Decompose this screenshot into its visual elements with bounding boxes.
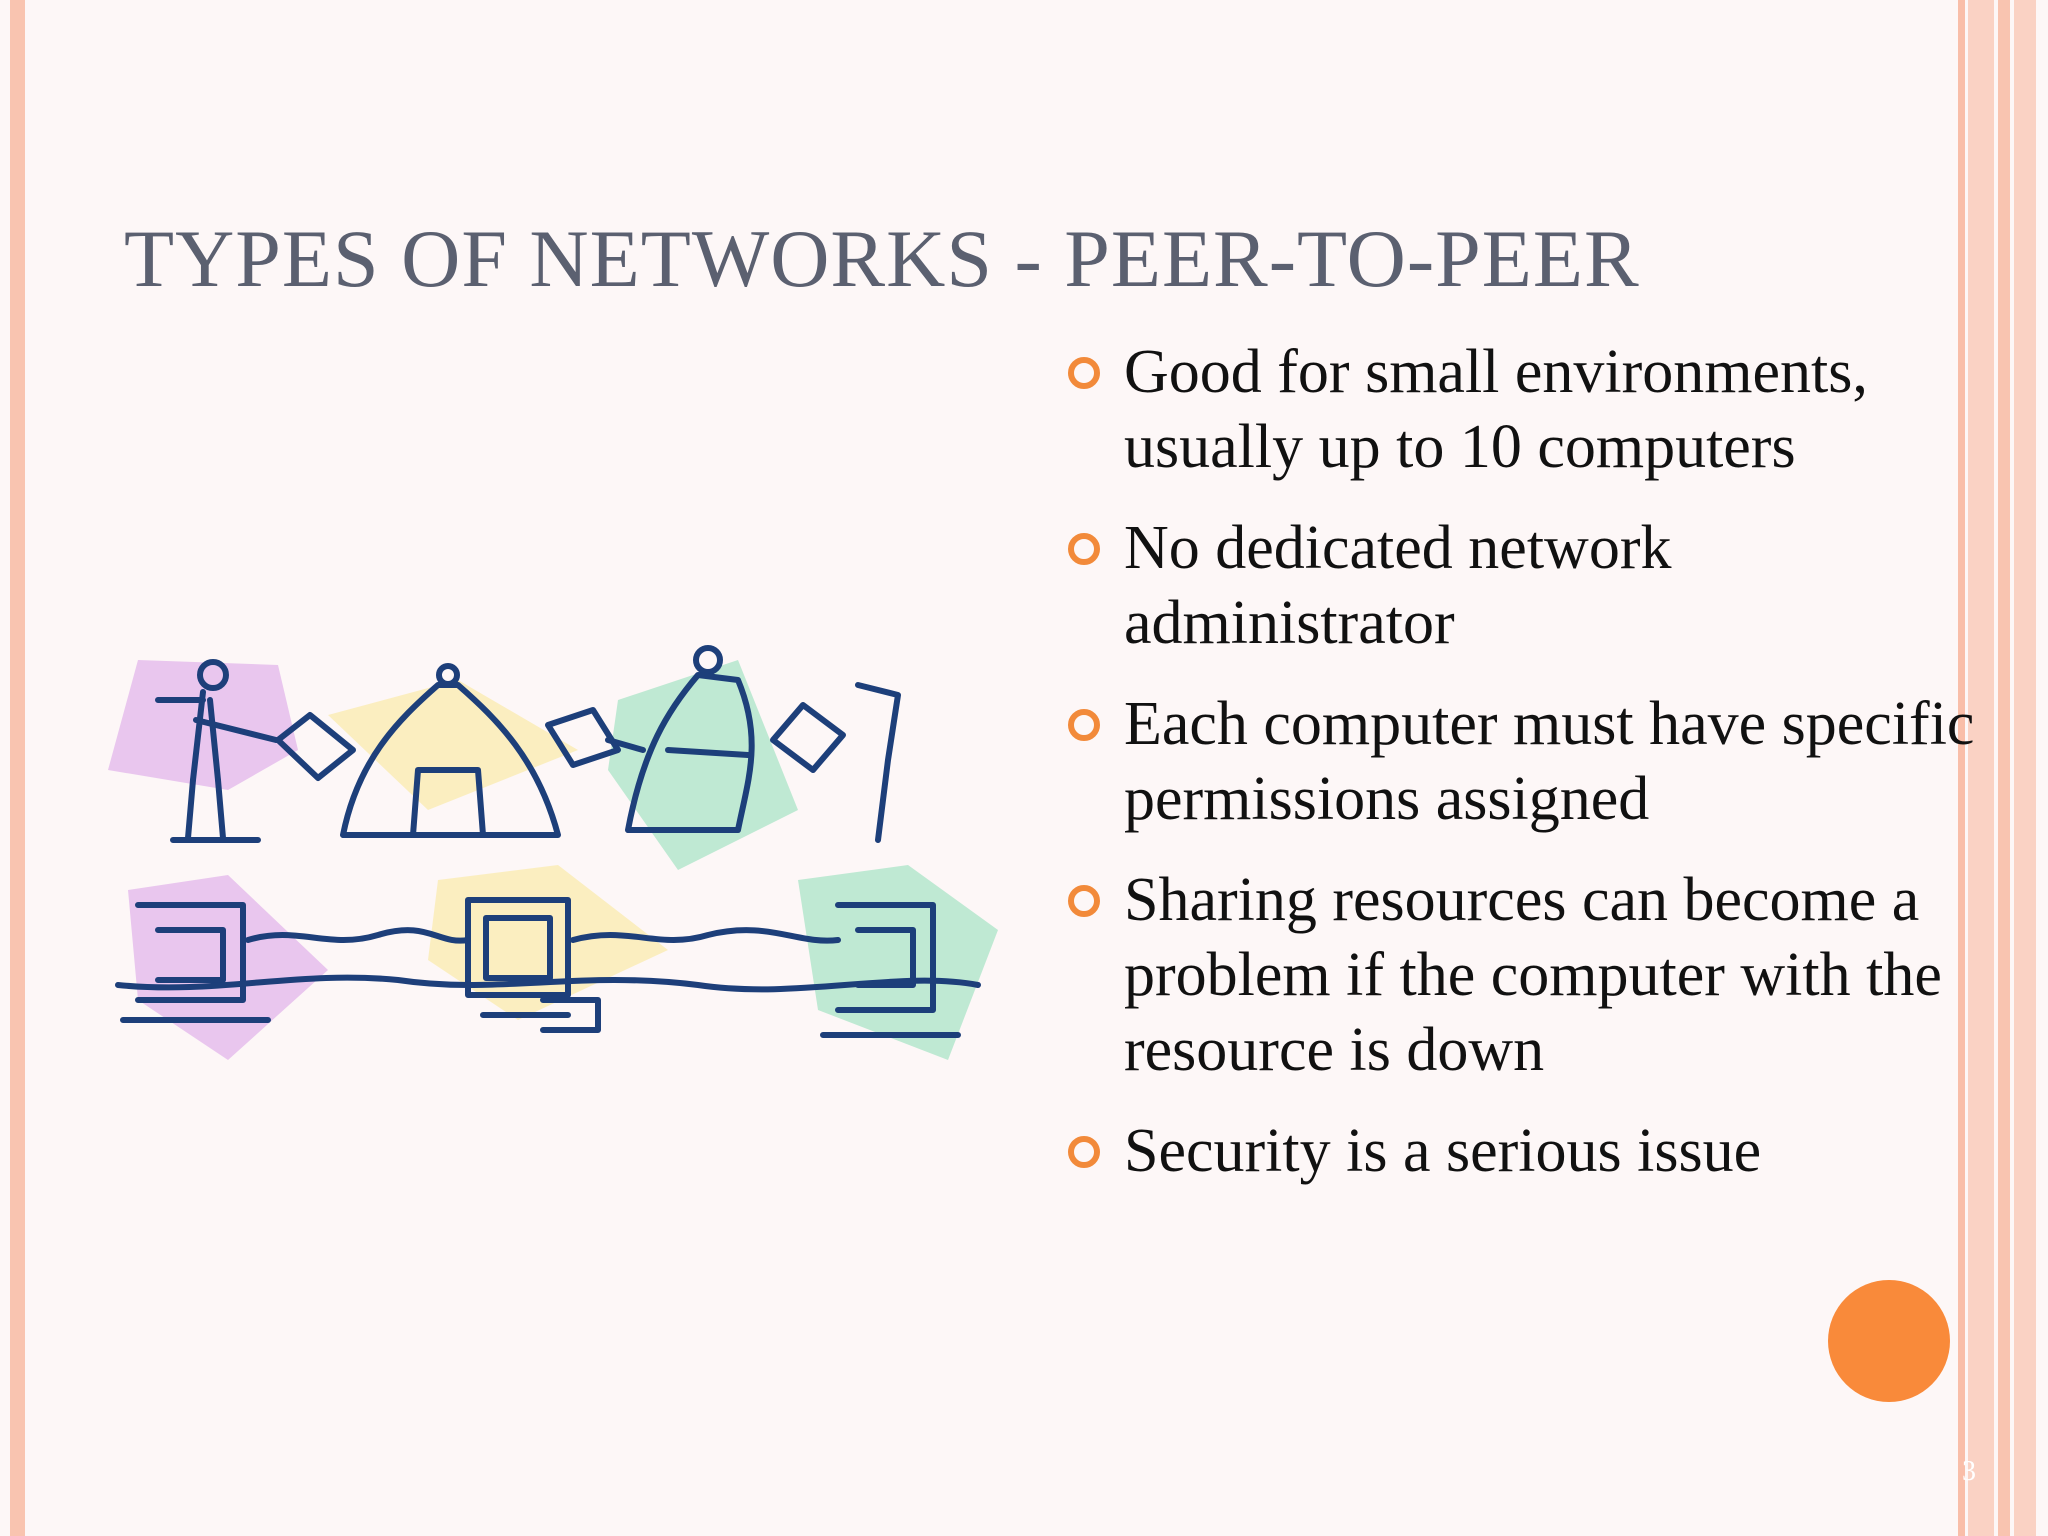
- person-head: [197, 659, 229, 691]
- ring-bullet-icon: [1068, 885, 1100, 917]
- purple-backdrop-shape: [108, 660, 298, 790]
- peer-to-peer-network-clipart: [108, 645, 998, 1060]
- computer-center: [465, 897, 601, 1033]
- ring-bullet-icon: [1068, 709, 1100, 741]
- accent-circle-decoration: [1828, 1280, 1950, 1402]
- bullet-text: Security is a serious issue: [1124, 1117, 1762, 1185]
- left-border-decoration: [10, 0, 25, 1536]
- right-border-decoration: [1998, 0, 2010, 1536]
- bullet-item: Sharing resources can become a problem i…: [1060, 863, 1980, 1088]
- document-icon: [770, 702, 846, 773]
- bullet-text: Each computer must have specific permiss…: [1124, 690, 1975, 833]
- person-edge-figure: [855, 682, 901, 843]
- purple-backdrop-shape-2: [128, 875, 328, 1060]
- person-body: [155, 689, 279, 783]
- person-head: [436, 663, 460, 687]
- network-cable: [245, 927, 471, 944]
- person-body: [625, 672, 755, 833]
- green-backdrop-shape-2: [798, 865, 998, 1060]
- person-head: [693, 645, 723, 675]
- computer-left: [120, 902, 271, 1023]
- bullet-item: Security is a serious issue: [1060, 1114, 1980, 1189]
- bullet-item: Good for small environments, usually up …: [1060, 335, 1980, 485]
- page-number: 3: [1962, 1456, 1976, 1487]
- bullet-item: Each computer must have specific permiss…: [1060, 687, 1980, 837]
- document-icon: [545, 707, 621, 768]
- slide-title: TYPES OF NETWORKS - PEER-TO-PEER: [124, 213, 1640, 304]
- ring-bullet-icon: [1068, 533, 1100, 565]
- right-border-decoration: [1958, 0, 1965, 1536]
- person-legs: [170, 777, 261, 843]
- bullet-list: Good for small environments, usually up …: [1060, 335, 1980, 1215]
- person-robe-detail: [410, 767, 486, 838]
- right-border-decoration: [2014, 0, 2036, 1536]
- document-icon: [275, 712, 356, 781]
- bullet-text: Sharing resources can become a problem i…: [1124, 866, 1942, 1084]
- person-arms: [605, 737, 751, 758]
- network-cable: [115, 974, 981, 993]
- right-border-decoration: [1968, 0, 1994, 1536]
- person-cloak: [340, 682, 561, 838]
- ring-bullet-icon: [1068, 357, 1100, 389]
- network-cable: [570, 927, 841, 944]
- green-backdrop-shape: [608, 660, 798, 870]
- bullet-text: No dedicated network administrator: [1124, 514, 1672, 657]
- yellow-backdrop-shape: [328, 680, 578, 810]
- bullet-text: Good for small environments, usually up …: [1124, 338, 1868, 481]
- ring-bullet-icon: [1068, 1136, 1100, 1168]
- bullet-item: No dedicated network administrator: [1060, 511, 1980, 661]
